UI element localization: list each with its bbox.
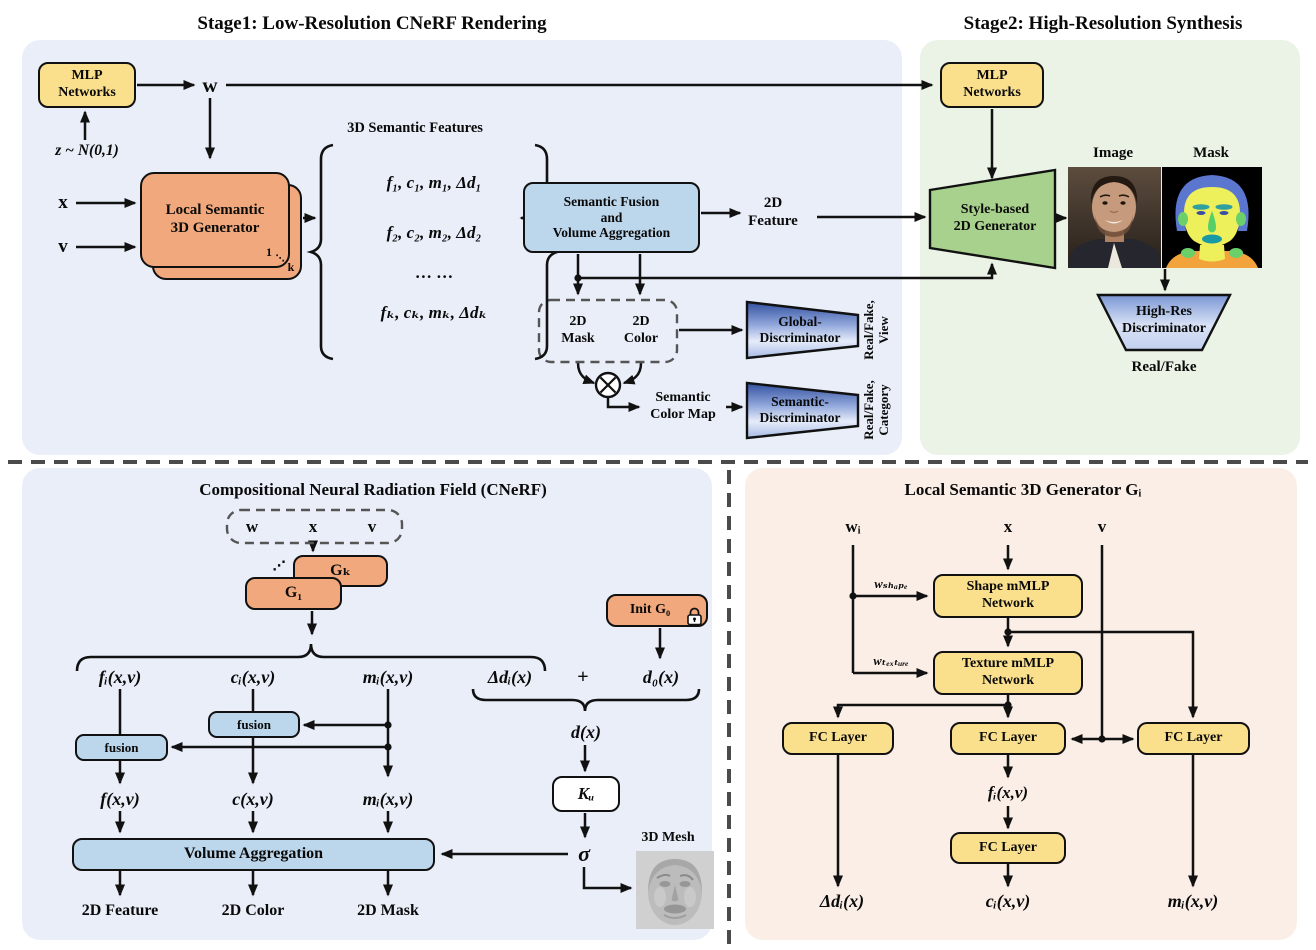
m-out-label: mᵢ(x,v) [362, 789, 414, 810]
gi-out-delta: Δdᵢ(x) [819, 891, 865, 912]
multiply-icon [594, 371, 622, 399]
gi-f-i-label: fᵢ(x,v) [987, 782, 1029, 802]
delta-d-i-label: Δdᵢ(x) [487, 667, 533, 688]
stage2-title: Stage2: High-Resolution Synthesis [963, 12, 1243, 34]
junction-dots [384, 274, 1106, 751]
volume-aggregation-box: Volume Aggregation [72, 838, 435, 871]
highres-discriminator-shape [1096, 293, 1232, 352]
2d-feature-label: 2D Feature [748, 195, 798, 229]
texture-mmlp-box: Texture mMLP Network [933, 651, 1083, 695]
fusion-c-box: fusion [208, 711, 300, 738]
semantic-color-map-label: Semantic Color Map [650, 390, 716, 422]
fusion-f-box: fusion [75, 734, 168, 761]
semantic-discriminator-output: Real/Fake, Category [860, 380, 891, 440]
stack-index-front: 1 [266, 244, 272, 259]
cnerf-x-label: x [308, 516, 318, 536]
gi-v-label: v [1097, 516, 1107, 536]
lock-icon [687, 607, 702, 626]
plus-label: + [577, 666, 589, 689]
global-discriminator-shape [745, 300, 860, 360]
fc-layer-delta-box: FC Layer [782, 722, 894, 755]
x-input-label: x [58, 191, 68, 213]
g-stack-dots: ⋰ [272, 558, 286, 574]
wxv-dashed-box [225, 508, 404, 545]
out-2d-feature: 2D Feature [81, 901, 159, 919]
k-u-box: Kᵤ [552, 776, 620, 812]
c-out-label: c(x,v) [232, 789, 274, 810]
m-i-label: mᵢ(x,v) [362, 667, 414, 688]
feature-row-k: fₖ, cₖ, mₖ, Δdₖ [380, 302, 488, 322]
f-i-label: fᵢ(x,v) [98, 667, 142, 688]
w-shape-label: wₛₕₐₚₑ [874, 576, 908, 591]
cnerf-v-label: v [367, 516, 377, 536]
generated-face-image [1068, 167, 1161, 268]
out-2d-mask: 2D Mask [357, 901, 419, 919]
mask-color-dashed-box [537, 298, 679, 364]
style-generator-label: Style-based 2D Generator [953, 202, 1037, 234]
g1-box: G₁ [245, 577, 342, 610]
fc-layer-mask-box: FC Layer [1137, 722, 1250, 755]
w-texture-label: wₜₑₓₜᵤᵣₑ [873, 653, 909, 668]
style-generator-shape [928, 168, 1057, 270]
d-x-label: d(x) [571, 722, 601, 743]
local-generator-stack-front: Local Semantic 3D Generator [140, 172, 290, 268]
w-label: w [202, 72, 218, 97]
2d-mask-label: 2D Mask [561, 314, 595, 346]
v-input-label: v [58, 235, 68, 257]
stage1-title: Stage1: Low-Resolution CNeRF Rendering [197, 12, 547, 34]
cnerf-braces [75, 643, 701, 712]
z-input-label: z ~ N(0,1) [55, 141, 119, 159]
sigma-label: σ [578, 841, 590, 867]
c-i-label: cᵢ(x,v) [230, 667, 276, 688]
fc-layer-feature-box: FC Layer [950, 722, 1066, 755]
highres-disc-output: Real/Fake [1131, 359, 1197, 376]
out-2d-color: 2D Color [221, 901, 285, 919]
gi-out-m: mᵢ(x,v) [1167, 891, 1219, 912]
2d-color-label: 2D Color [623, 314, 659, 346]
stack-index-dots: ⋱ [275, 252, 285, 263]
mesh-caption: 3D Mesh [641, 829, 695, 845]
mask-caption: Mask [1193, 145, 1229, 162]
feature-row-dots: … … [414, 262, 454, 282]
fc-layer-color-box: FC Layer [950, 832, 1066, 864]
feature-row-2: f₂, c₂, m₂, Δd₂ [386, 222, 482, 242]
feature-row-1: f₁, c₁, m₁, Δd₁ [386, 172, 482, 192]
highres-discriminator-label: High-Res Discriminator [1122, 304, 1206, 336]
gi-out-c: cᵢ(x,v) [985, 891, 1031, 912]
shape-mmlp-box: Shape mMLP Network [933, 574, 1083, 618]
semantic-fusion-box: Semantic Fusion and Volume Aggregation [523, 182, 700, 253]
segmentation-mask-image [1162, 167, 1262, 268]
cnerf-title: Compositional Neural Radiation Field (CN… [199, 479, 547, 499]
global-discriminator-label: Global- Discriminator [759, 314, 841, 345]
d0-label: d₀(x) [642, 667, 680, 688]
3d-mesh-image [636, 851, 714, 929]
gi-w-label: wᵢ [845, 516, 861, 536]
cnerf-w-label: w [245, 516, 259, 536]
f-out-label: f(x,v) [100, 789, 140, 810]
semantic-discriminator-shape [745, 381, 860, 440]
gi-x-label: x [1003, 516, 1013, 536]
stack-index-back: k [287, 259, 295, 274]
features-title: 3D Semantic Features [347, 120, 483, 137]
semantic-discriminator-label: Semantic- Discriminator [759, 394, 841, 425]
mlp-networks-box-stage2: MLP Networks [940, 62, 1044, 108]
local-generator-title: Local Semantic 3D Generator Gᵢ [904, 479, 1142, 499]
mlp-networks-box: MLP Networks [38, 62, 136, 108]
image-caption: Image [1093, 145, 1133, 162]
